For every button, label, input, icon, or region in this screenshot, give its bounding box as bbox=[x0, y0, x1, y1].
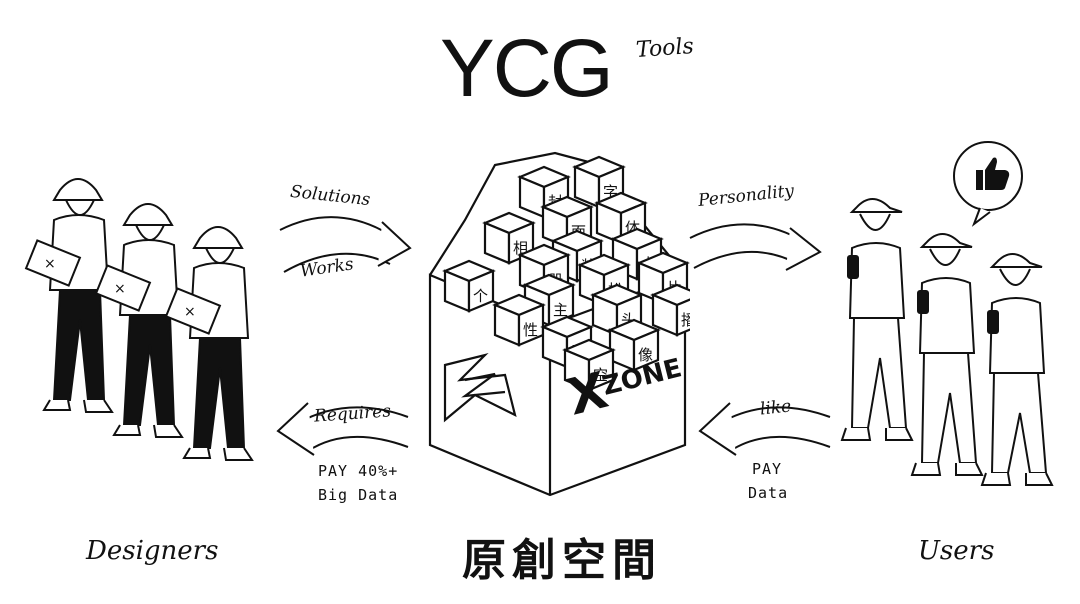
zone-logo-icon bbox=[443, 352, 517, 423]
character-cube: 体 bbox=[594, 191, 648, 245]
user-figure bbox=[840, 198, 914, 441]
character-cube: 播 bbox=[650, 283, 690, 337]
cube-character: 像 bbox=[638, 346, 653, 364]
flow-label-like: like bbox=[759, 396, 793, 420]
center-caption: 原創空間 bbox=[462, 535, 662, 586]
user-figure bbox=[910, 233, 984, 476]
cube-character: 性 bbox=[523, 321, 538, 339]
svg-text:×: × bbox=[114, 281, 126, 297]
title-superscript: Tools bbox=[635, 34, 695, 63]
designers-caption: Designers bbox=[86, 536, 219, 566]
svg-text:×: × bbox=[184, 304, 196, 320]
cube-character: 主 bbox=[553, 301, 568, 319]
user-figure bbox=[980, 253, 1054, 486]
designer-figure: × bbox=[94, 203, 184, 438]
character-cube: 像 bbox=[607, 318, 661, 372]
title: YCG bbox=[440, 23, 614, 114]
note-pay: PAY bbox=[752, 460, 783, 478]
arrow-bottom-left bbox=[276, 402, 409, 456]
arrow-bottom-right bbox=[698, 402, 831, 456]
character-cube: 性 bbox=[492, 293, 546, 347]
note-pay-percentage: PAY 40%+ bbox=[318, 462, 399, 480]
note-big-data: Big Data bbox=[318, 486, 399, 504]
note-data: Data bbox=[748, 484, 789, 502]
arrow-top-left bbox=[279, 216, 412, 273]
users-illustration bbox=[840, 141, 1054, 486]
character-cube: 字 bbox=[572, 155, 626, 209]
flow-label-personality: Personality bbox=[697, 181, 796, 211]
users-caption: Users bbox=[918, 536, 995, 566]
cube-character: 个 bbox=[473, 287, 488, 305]
character-cube: 个 bbox=[442, 259, 496, 313]
cube-grid: 封字面体相装卡册扮片个主头播性题像空 bbox=[442, 155, 690, 392]
thumbs-up-icon bbox=[953, 141, 1023, 227]
svg-text:×: × bbox=[44, 256, 56, 272]
designer-figure: × bbox=[164, 226, 254, 461]
cube-character: 播 bbox=[681, 311, 690, 329]
xzone-box: 封字面体相装卡册扮片个主头播性题像空 X ZONE bbox=[428, 151, 690, 497]
designer-figure: × bbox=[24, 178, 114, 413]
arrow-top-right bbox=[689, 223, 822, 271]
cube-character: 空 bbox=[593, 366, 608, 384]
designers-illustration: × × × bbox=[24, 178, 254, 461]
character-cube: 空 bbox=[562, 338, 616, 392]
character-cube: 面 bbox=[540, 195, 594, 249]
